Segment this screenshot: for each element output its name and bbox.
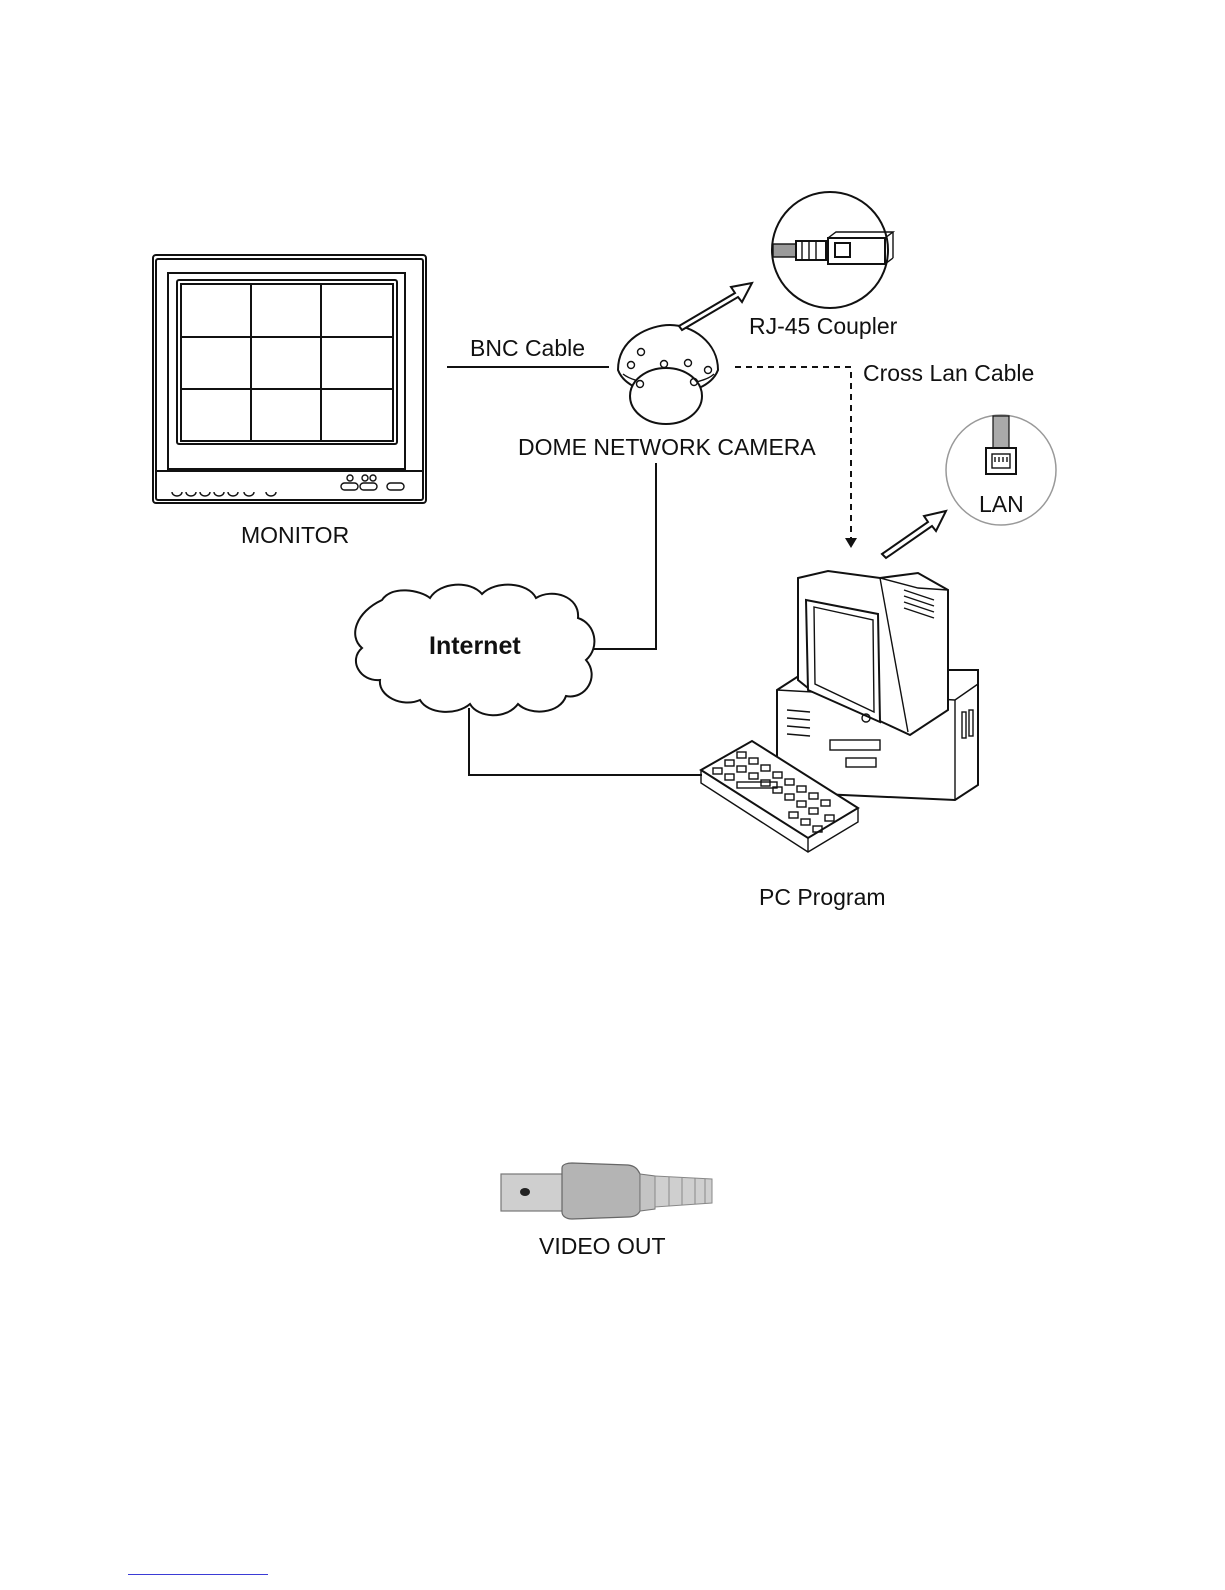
monitor-label: MONITOR	[241, 522, 349, 548]
footer-rule	[128, 1574, 268, 1575]
rj45-coupler-illustration	[772, 192, 893, 308]
bnc-cable-label: BNC Cable	[470, 335, 585, 361]
dome-camera-illustration	[618, 325, 718, 424]
lan-label: LAN	[979, 491, 1024, 517]
video-out-connector-illustration	[501, 1163, 712, 1219]
camera-label: DOME NETWORK CAMERA	[518, 434, 816, 460]
camera-internet-line	[594, 463, 656, 649]
cross-lan-arrowhead	[845, 538, 857, 548]
monitor-illustration	[153, 255, 426, 503]
pc-illustration	[701, 571, 978, 852]
cross-lan-label: Cross Lan Cable	[863, 360, 1034, 386]
rj45-arrow	[679, 283, 752, 330]
pc-label: PC Program	[759, 884, 886, 910]
internet-label: Internet	[429, 632, 521, 660]
internet-pc-line	[469, 708, 702, 775]
rj45-label: RJ-45 Coupler	[749, 313, 898, 339]
lan-arrow	[882, 511, 946, 558]
video-out-label: VIDEO OUT	[539, 1233, 666, 1259]
